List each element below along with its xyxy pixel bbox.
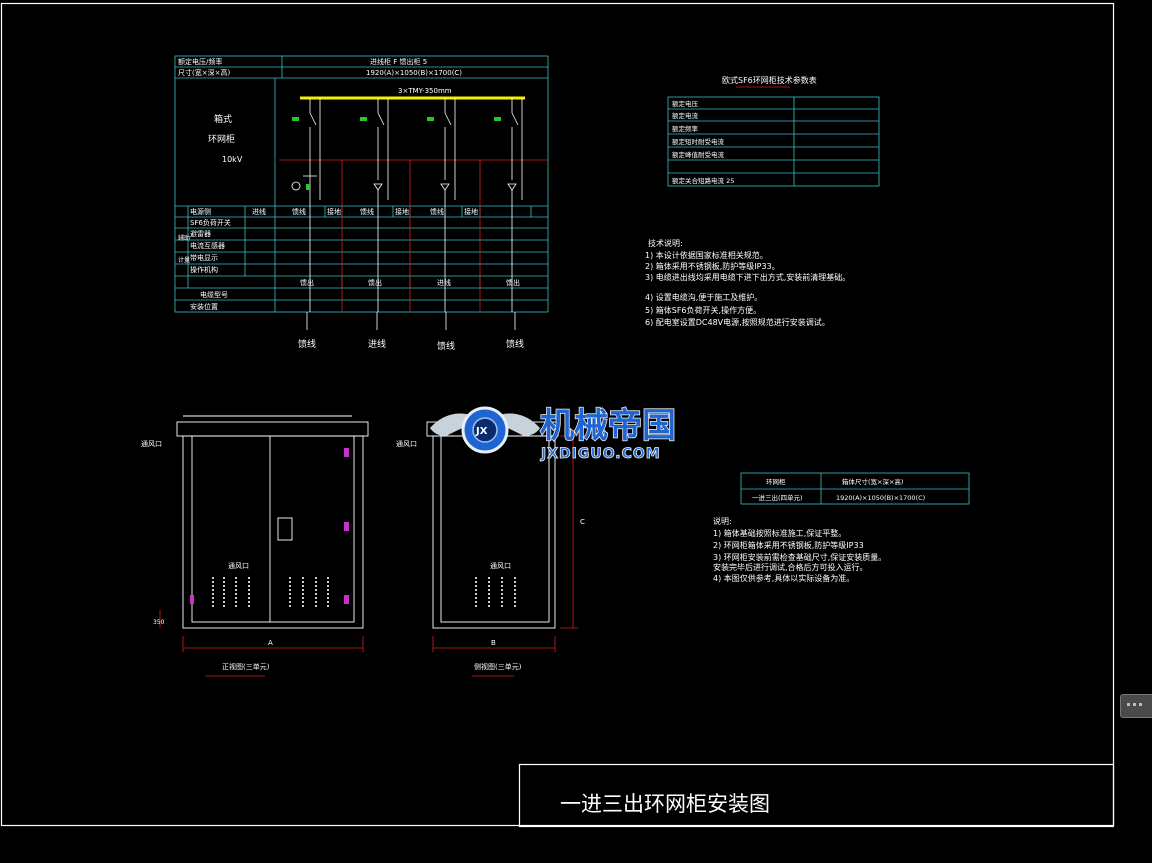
notes-1-line-1: 1) 本设计依据国家标准相关规范。 [645, 250, 768, 260]
feeder-label-1: 馈线 [298, 338, 316, 350]
notes-2-line-2: 2) 环网柜箱体采用不锈钢板,防护等级IP33 [713, 540, 864, 550]
feeder-1 [291, 98, 321, 312]
feeder-3 [440, 98, 456, 312]
side-dimension [432, 435, 578, 677]
notes-2-line-5: 4) 本图仅供参考,具体以实际设备为准。 [713, 573, 854, 583]
notes-1-line-2: 2) 箱体采用不锈钢板,防护等级IP33。 [645, 261, 780, 271]
spec-row-4: 额定短时耐受电流 [672, 137, 725, 146]
sld-col-header-3: 接地 [327, 207, 341, 216]
sld-equip-row-4: 电流互感器 [190, 241, 225, 250]
front-dimension [159, 610, 364, 677]
spec-table-title: 欧式SF6环网柜技术参数表 [722, 75, 817, 85]
spec-table [667, 96, 880, 187]
watermark-logo-text: JX [475, 426, 488, 437]
sld-top-left-2: 尺寸(宽×深×高) [178, 68, 230, 77]
front-height-dim: 350 [153, 619, 165, 626]
sld-equip-row-2: SF6负荷开关 [190, 218, 231, 227]
sld-equip-row-1: 电源侧 [190, 207, 211, 216]
drawing-frame [0, 2, 1115, 827]
front-view-caption: 正视图(三单元) [222, 662, 270, 671]
sld-feeder-type-1: 馈出 [300, 278, 314, 287]
grip-dot [1127, 703, 1130, 706]
side-vent-label-2: 通风口 [490, 561, 511, 570]
cabinet-col2-header: 箱体尺寸(宽×深×高) [842, 477, 903, 486]
grip-handle-icon[interactable] [1120, 694, 1152, 718]
side-vent-slots [475, 577, 516, 609]
single-line-diagram [174, 55, 549, 313]
front-vent-slots [212, 577, 329, 609]
sld-equip-row-3: 避雷器 [190, 229, 211, 238]
title-block [518, 763, 1115, 828]
watermark-en: JXDIGUO.COM [540, 446, 661, 462]
spec-row-1: 额定电压 [672, 99, 699, 108]
sld-equip-row-6: 操作机构 [190, 265, 218, 274]
sld-col-header-5: 接地 [395, 207, 409, 216]
watermark-cn: 机械帝国 [540, 406, 676, 446]
spec-row-6: 额定关合短路电流 25 [672, 176, 734, 185]
sld-col-header-4: 馈线 [360, 207, 374, 216]
notes-2-heading: 说明: [713, 516, 732, 526]
sld-col-header-1: 进线 [252, 207, 266, 216]
feeder-label-3: 馈线 [437, 340, 455, 352]
busbar-label: 3×TMY-350mm [398, 87, 452, 95]
sld-col-header-7: 接地 [464, 207, 478, 216]
sld-side-sub: 环网柜 [208, 133, 235, 145]
feeder-circuits [291, 98, 523, 312]
sld-section-2: 计量 [178, 256, 190, 264]
cabinet-col1-header: 环网柜 [766, 477, 786, 486]
feeder-cable-tails [306, 312, 516, 330]
notes-2-line-3: 3) 环网柜安装前需检查基础尺寸,保证安装质量。 [713, 552, 886, 562]
sld-col-header-6: 馈线 [430, 207, 444, 216]
spec-row-2: 额定电流 [672, 111, 699, 120]
feeder-2 [373, 98, 389, 312]
sld-section-1: 辅助 [178, 234, 190, 242]
side-view-caption: 侧视图(三单元) [474, 662, 522, 671]
notes-2-line-4: 安装完毕后进行调试,合格后方可投入运行。 [713, 562, 868, 572]
sld-voltage: 10kV [222, 155, 243, 164]
sld-bottom-row-1: 电缆型号 [200, 290, 228, 299]
feeder-label-2: 进线 [368, 338, 386, 350]
cabinet-table [740, 472, 970, 505]
spec-row-5: 额定峰值耐受电流 [672, 150, 725, 159]
drawing-title: 一进三出环网柜安装图 [560, 792, 770, 816]
side-height-dim: C [580, 518, 585, 526]
notes-1-line-5: 5) 箱体SF6负荷开关,操作方便。 [645, 305, 761, 315]
sld-side-title: 箱式 [214, 113, 232, 125]
front-dim-label: A [268, 639, 273, 647]
side-dim-label: B [491, 639, 496, 647]
cabinet-row-name: 一进三出(四单元) [752, 493, 803, 502]
notes-1-line-6: 6) 配电室设置DC48V电源,按照规范进行安装调试。 [645, 317, 830, 327]
sld-feeder-type-4: 馈出 [506, 278, 520, 287]
cabinet-separators [279, 159, 548, 312]
feeder-4 [507, 98, 523, 312]
front-hinges [190, 448, 349, 604]
sld-feeder-type-3: 进线 [437, 278, 451, 287]
cabinet-row-size: 1920(A)×1050(B)×1700(C) [836, 494, 925, 502]
spec-row-3: 额定频率 [672, 124, 699, 133]
front-vent-label: 通风口 [141, 439, 162, 448]
side-vent-label: 通风口 [396, 439, 417, 448]
sld-bottom-row-2: 安装位置 [190, 302, 218, 311]
front-view [176, 415, 369, 629]
front-vent-label-2: 通风口 [228, 561, 249, 570]
earth-switch-markers [292, 117, 501, 190]
notes-1-line-3: 3) 电缆进出线均采用电缆下进下出方式,安装前清理基础。 [645, 272, 850, 282]
grip-dot [1139, 703, 1142, 706]
feeder-label-4: 馈线 [506, 338, 524, 350]
sld-top-right-1: 进线柜 F 馈出柜 5 [370, 57, 427, 66]
watermark-logo: JX [430, 406, 540, 454]
sld-top-right-2: 1920(A)×1050(B)×1700(C) [366, 69, 462, 77]
sld-col-header-2: 馈线 [292, 207, 306, 216]
side-view [426, 421, 559, 629]
notes-1-heading: 技术说明: [648, 238, 683, 248]
sld-feeder-type-2: 馈出 [368, 278, 382, 287]
grip-dot [1133, 703, 1136, 706]
notes-2-line-1: 1) 箱体基础按照标准施工,保证平整。 [713, 528, 846, 538]
sld-equip-row-5: 带电显示 [190, 253, 218, 262]
sld-top-left-1: 额定电压/频率 [178, 57, 222, 66]
notes-1-line-4: 4) 设置电缆沟,便于施工及维护。 [645, 292, 762, 302]
